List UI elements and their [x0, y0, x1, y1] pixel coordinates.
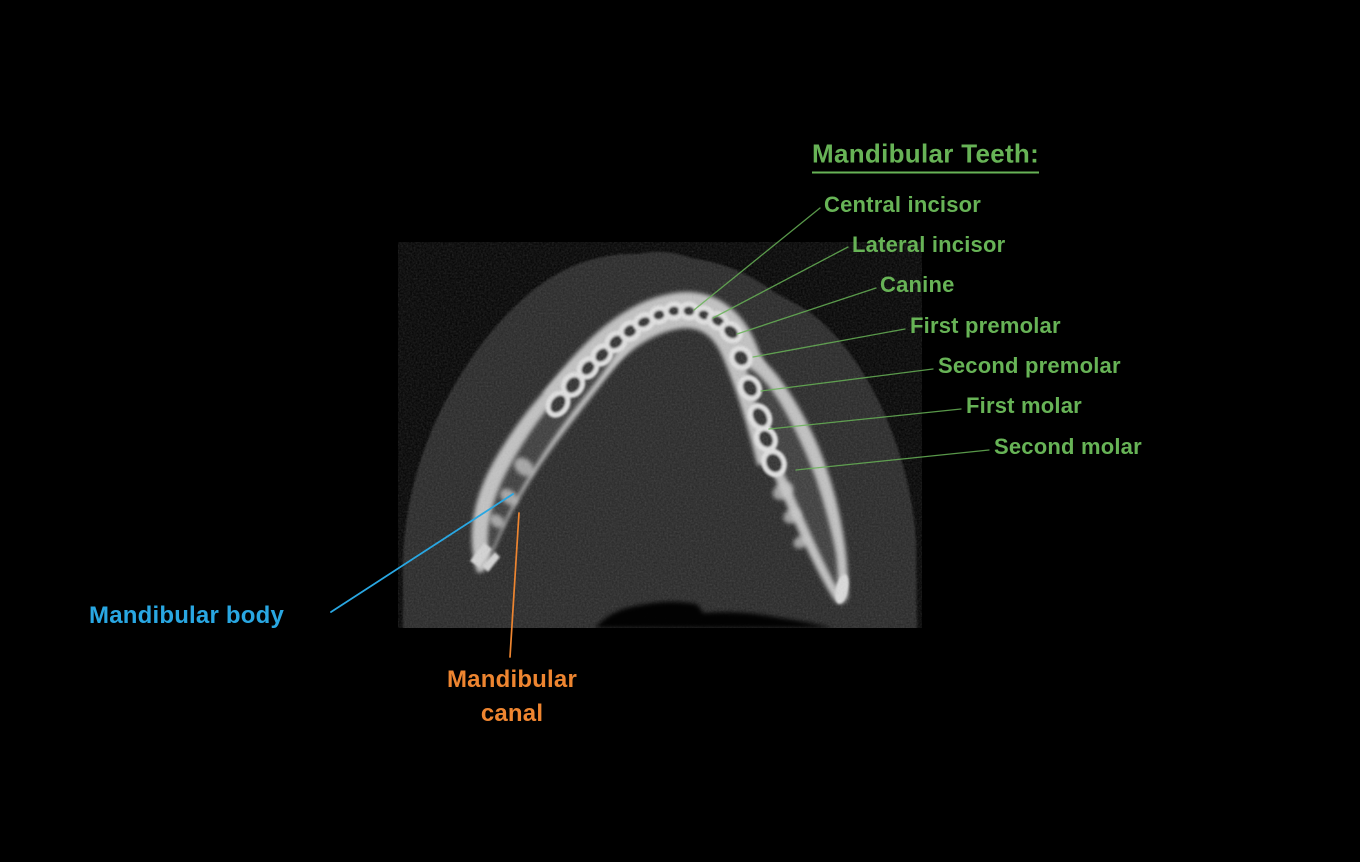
leader-line-mandibular-canal — [509, 512, 520, 658]
label-central-incisor: Central incisor — [824, 192, 982, 217]
label-canine: Canine — [880, 272, 955, 297]
label-second-molar: Second molar — [994, 434, 1142, 459]
label-first-premolar: First premolar — [910, 313, 1061, 338]
teeth-section-title: Mandibular Teeth: — [812, 139, 1040, 174]
leader-line-first-molar — [768, 408, 962, 430]
leader-line-lateral-incisor — [712, 246, 849, 319]
airway-shadow — [595, 601, 833, 628]
leader-line-central-incisor — [693, 207, 821, 311]
leader-line-second-premolar — [760, 368, 934, 392]
leader-line-first-premolar — [752, 328, 906, 358]
leader-lines — [330, 207, 990, 658]
label-lateral-incisor: Lateral incisor — [852, 232, 1006, 257]
leader-line-second-molar — [795, 449, 990, 471]
label-mandibular-canal-line1: Mandibular — [446, 666, 578, 693]
leader-line-canine — [736, 287, 877, 335]
ct-noise-texture — [398, 242, 922, 628]
label-mandibular-canal-line2: canal — [480, 700, 544, 727]
label-second-premolar: Second premolar — [938, 353, 1121, 378]
leader-line-mandibular-body — [330, 493, 514, 613]
label-mandibular-body: Mandibular body — [89, 602, 284, 629]
label-first-molar: First molar — [966, 393, 1082, 418]
